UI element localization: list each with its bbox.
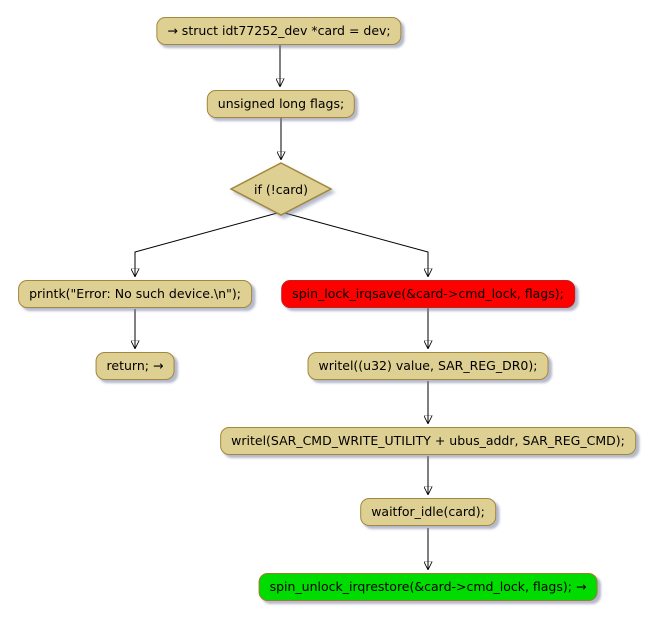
edge-condition-to-printk bbox=[135, 211, 282, 276]
activity-node-spin-unlock: spin_unlock_irqrestore(&card->cmd_lock, … bbox=[258, 573, 598, 601]
activity-node-spin-lock: spin_lock_irqsave(&card->cmd_lock, flags… bbox=[281, 280, 575, 308]
decision-label: if (!card) bbox=[254, 181, 308, 197]
activity-node-return: return; → bbox=[95, 352, 175, 380]
activity-node-printk: printk("Error: No such device.\n"); bbox=[18, 280, 252, 308]
activity-node-declare: → struct idt77252_dev *card = dev; bbox=[156, 17, 402, 45]
decision-diamond: if (!card) bbox=[229, 161, 333, 217]
activity-node-writel-dr0: writel((u32) value, SAR_REG_DR0); bbox=[307, 352, 549, 380]
activity-node-waitfor-idle: waitfor_idle(card); bbox=[360, 498, 496, 526]
activity-node-writel-cmd: writel(SAR_CMD_WRITE_UTILITY + ubus_addr… bbox=[220, 427, 636, 455]
edge-condition-to-spinlock bbox=[280, 211, 428, 276]
activity-node-flags: unsigned long flags; bbox=[206, 90, 356, 118]
diamond-shape bbox=[229, 162, 333, 216]
